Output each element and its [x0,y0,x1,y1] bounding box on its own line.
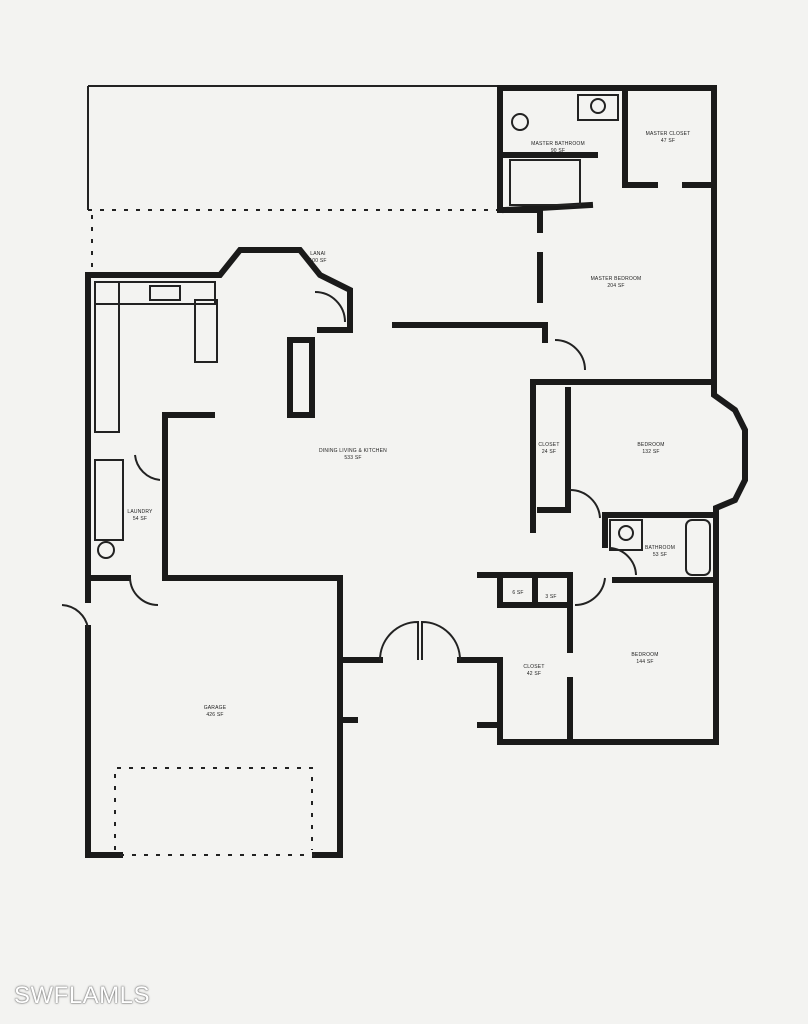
room-area: 100 SF [309,258,326,264]
room-area: 42 SF [527,671,541,677]
room-area: 54 SF [133,516,147,522]
room-area: 6 SF [512,590,523,596]
bath-fixtures [97,94,711,576]
room-label: MASTER BEDROOM [591,276,642,282]
room-area: 533 SF [344,455,361,461]
room-area: 24 SF [542,449,556,455]
room-label: DINING LIVING & KITCHEN [319,448,387,454]
interior-walls [89,89,719,743]
room-label: MASTER CLOSET [646,131,691,137]
room-area: 426 SF [206,712,223,718]
room-label: CLOSET [538,442,559,448]
lanai-outline [87,85,501,270]
room-label: CLOSET [523,664,544,670]
room-labels: MASTER BATHROOM 90 SF MASTER CLOSET 47 S… [127,131,690,718]
room-label: BEDROOM [631,652,658,658]
garage-door [114,767,315,856]
exterior-walls [85,85,748,858]
room-area: 144 SF [636,659,653,665]
room-label: BATHROOM [645,545,675,551]
room-area: 132 SF [642,449,659,455]
kitchen-cabinets [94,281,218,541]
room-area: 47 SF [661,138,675,144]
room-area: 204 SF [607,283,624,289]
room-label: LANAI [310,251,325,257]
doors [61,291,637,661]
room-area: 53 SF [653,552,667,558]
room-label: LAUNDRY [127,509,153,515]
room-label: BEDROOM [637,442,664,448]
room-area: 90 SF [551,148,565,154]
room-area: 3 SF [545,594,556,600]
room-label: GARAGE [204,705,227,711]
watermark: SWFLAMLS [14,982,151,1009]
room-label: MASTER BATHROOM [531,141,585,147]
